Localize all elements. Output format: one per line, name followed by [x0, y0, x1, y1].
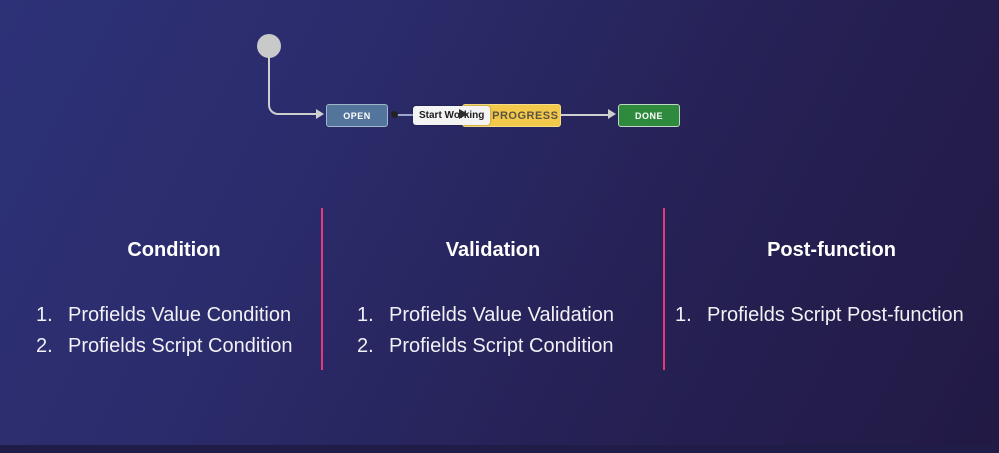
column-divider — [663, 208, 665, 370]
list-item: 1. Profields Value Validation — [357, 300, 614, 331]
start-connector-line — [268, 57, 317, 115]
column-title: Validation — [445, 239, 541, 261]
post-function-list: 1. Profields Script Post-function — [675, 300, 964, 331]
list-item: 2. Profields Script Condition — [36, 331, 293, 362]
list-item-number: 1. — [36, 304, 53, 326]
transition-label-text: Start Working — [419, 110, 485, 121]
status-done: DONE — [618, 104, 680, 127]
column-title: Condition — [127, 239, 221, 261]
arrowhead-icon — [316, 109, 324, 119]
transition-line — [397, 114, 415, 116]
status-in-progress-label: IN PROGRESS — [476, 109, 559, 122]
list-item: 1. Profields Script Post-function — [675, 300, 964, 331]
list-item-label: Profields Script Post-function — [707, 304, 964, 326]
start-node-icon — [257, 34, 281, 58]
status-open-label: OPEN — [343, 110, 371, 121]
status-open: OPEN — [326, 104, 388, 127]
column-title: Post-function — [767, 239, 896, 261]
column-validation: Validation 1. Profields Value Validation… — [322, 208, 664, 378]
list-item: 1. Profields Value Condition — [36, 300, 293, 331]
list-item-number: 2. — [357, 335, 374, 357]
column-divider — [321, 208, 323, 370]
transition-dot-icon — [391, 111, 398, 118]
list-item-number: 1. — [357, 304, 374, 326]
list-item: 2. Profields Script Condition — [357, 331, 614, 362]
validation-list: 1. Profields Value Validation 2. Profiel… — [357, 300, 614, 362]
list-item-number: 1. — [675, 304, 692, 326]
arrowhead-icon — [608, 109, 616, 119]
transition-label: Start Working — [413, 106, 491, 125]
list-item-label: Profields Value Condition — [68, 304, 292, 326]
column-post-function: Post-function 1. Profields Script Post-f… — [664, 208, 999, 378]
bottom-bar — [0, 445, 999, 453]
arrowhead-icon — [459, 109, 468, 119]
status-done-label: DONE — [634, 110, 663, 121]
list-item-label: Profields Script Condition — [68, 335, 293, 357]
list-item-number: 2. — [36, 335, 53, 357]
list-item-label: Profields Script Condition — [389, 335, 614, 357]
condition-list: 1. Profields Value Condition 2. Profield… — [36, 300, 293, 362]
column-condition: Condition 1. Profields Value Condition 2… — [0, 208, 322, 378]
transition-line — [561, 114, 608, 116]
list-item-label: Profields Value Validation — [389, 304, 614, 326]
